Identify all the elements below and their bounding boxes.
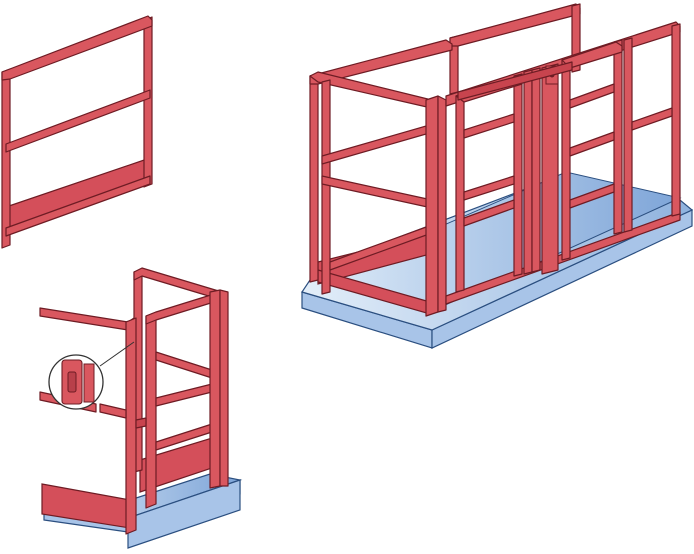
gate-low-rail	[155, 383, 213, 407]
single-wall-panel	[1, 15, 153, 249]
front-wall-right-panel	[623, 23, 681, 233]
front-left-mid-rail	[321, 175, 433, 209]
corner-gate-assembly	[39, 267, 243, 549]
panel-right-post	[143, 16, 153, 188]
back-wall-top-rail	[449, 3, 581, 47]
latch-leader-line	[99, 341, 135, 367]
panel-mid-rail	[5, 89, 151, 153]
back-wall-rail	[457, 61, 573, 101]
corner-front-post	[125, 317, 137, 535]
corner-inner-rail	[135, 417, 147, 429]
corner-right-post-b	[219, 289, 229, 487]
panel-left-post	[1, 68, 11, 249]
latch-detail-icon	[61, 359, 95, 405]
end-wall-top-rail	[309, 39, 453, 85]
gate-left-stile	[145, 311, 157, 509]
sliding-door-right	[561, 39, 623, 261]
corner-left-top-rail	[39, 307, 135, 331]
gate-mid-rail	[155, 351, 213, 379]
enclosure-front-left-post	[321, 79, 331, 295]
sliding-door-enclosure	[301, 3, 694, 349]
enclosure-front-corner-post	[425, 95, 439, 317]
corner-base-front	[127, 479, 241, 549]
sliding-door-middle	[523, 67, 541, 275]
panel-bottom-rail	[5, 175, 151, 237]
end-wall-back-post	[309, 73, 319, 283]
corner-right-post-a	[209, 289, 221, 489]
front-left-rail-back	[321, 121, 441, 165]
panel-top-rail	[1, 15, 153, 81]
door-lock-post	[541, 63, 559, 275]
corner-rail-side	[99, 403, 127, 419]
gate-top-rail	[145, 293, 215, 325]
enclosure-front-corner-post-b	[437, 95, 447, 313]
